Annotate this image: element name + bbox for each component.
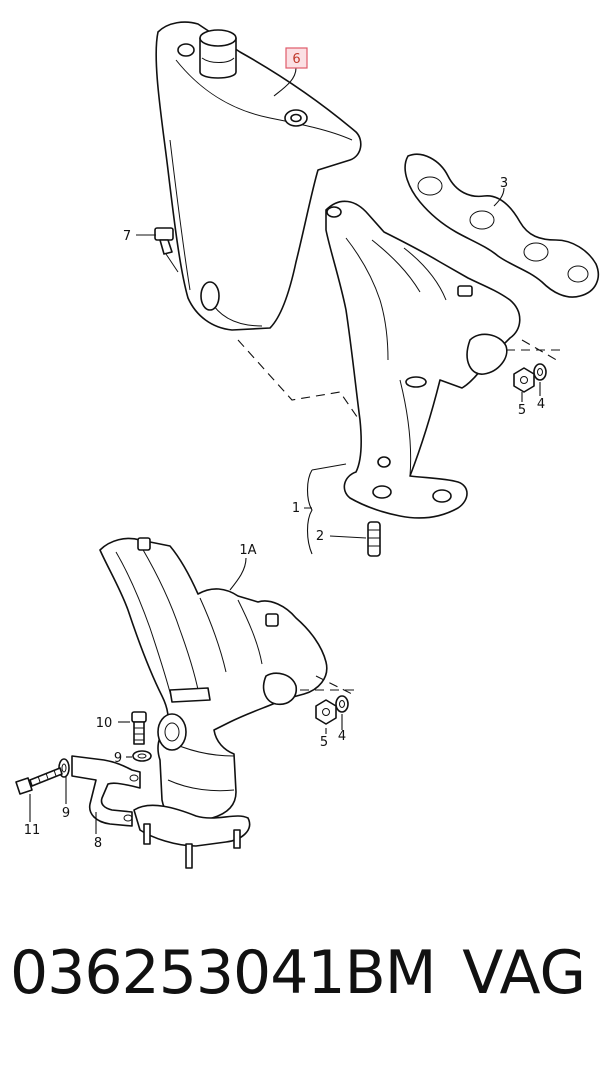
highlight-box-6 (285, 47, 308, 69)
callout-3[interactable]: 3 (500, 176, 508, 191)
bolt-7-icon[interactable] (154, 227, 179, 273)
callout-9-lower[interactable]: 9 (62, 806, 70, 821)
callout-5-lower[interactable]: 5 (320, 735, 328, 750)
callout-1[interactable]: 1 (292, 501, 300, 516)
heat-shield[interactable] (155, 21, 362, 331)
manifold-with-catalytic-converter[interactable] (99, 537, 328, 869)
footer: 036253041BM VAG (0, 938, 600, 1058)
callout-6[interactable]: 6 (292, 52, 300, 67)
washer-9-upper-icon[interactable] (132, 750, 152, 762)
callout-4-upper[interactable]: 4 (537, 397, 545, 412)
bolt-11-icon[interactable] (15, 767, 63, 795)
washer-4-lower-icon[interactable] (335, 695, 349, 713)
callout-9-upper[interactable]: 9 (114, 751, 122, 766)
stud-2-icon[interactable] (367, 521, 381, 557)
bolt-10-icon[interactable] (131, 711, 147, 745)
callout-2[interactable]: 2 (316, 529, 324, 544)
bracket-8-icon[interactable] (71, 755, 141, 827)
nut-5-lower-icon[interactable] (315, 699, 337, 725)
leader-lines (29, 67, 541, 834)
callout-8[interactable]: 8 (94, 836, 102, 851)
upper-fastener-guide (506, 339, 561, 363)
callout-7[interactable]: 7 (123, 229, 131, 244)
brand-name: VAG (462, 938, 586, 1008)
nut-5-upper-icon[interactable] (513, 367, 535, 393)
heat-shield-cap[interactable] (199, 29, 237, 79)
callout-1a[interactable]: 1A (239, 543, 256, 558)
exhaust-manifold[interactable] (325, 200, 521, 519)
callout-5-upper[interactable]: 5 (518, 403, 526, 418)
part-number: 036253041BM (10, 938, 436, 1008)
callout-4-lower[interactable]: 4 (338, 729, 346, 744)
callout-11[interactable]: 11 (24, 823, 41, 838)
washer-4-upper-icon[interactable] (533, 363, 547, 381)
gasket[interactable] (404, 153, 600, 298)
callout-10[interactable]: 10 (96, 716, 113, 731)
lower-fastener-guide (300, 675, 360, 695)
exploded-parts-diagram: 6 3 7 5 4 1 2 1A 10 9 5 4 9 11 8 (15, 21, 600, 869)
